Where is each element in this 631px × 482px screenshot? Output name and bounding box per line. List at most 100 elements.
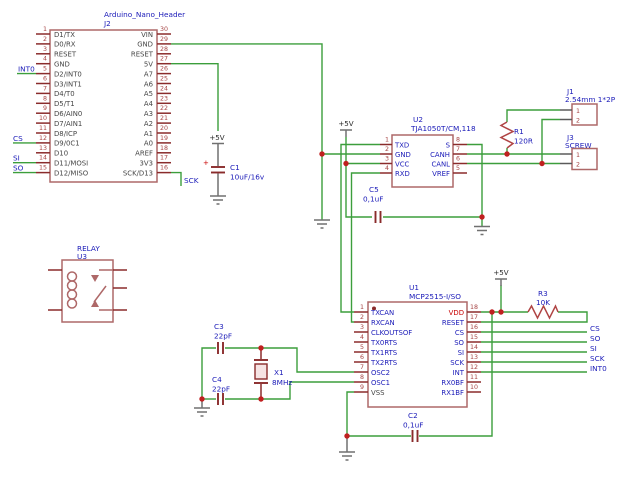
c1-value[interactable]: 10uF/16v <box>230 173 265 182</box>
wire-c3-left[interactable] <box>201 347 216 399</box>
c4-value[interactable]: 22pF <box>212 385 230 394</box>
j2-pin[interactable]: 5 D2/INT0 <box>36 66 82 79</box>
j1-ref[interactable]: J1 <box>566 87 574 96</box>
c2-ref[interactable]: C2 <box>408 411 418 420</box>
j2-pin[interactable]: 3 RESET <box>36 46 77 59</box>
c5-value[interactable]: 0,1uF <box>363 195 383 204</box>
plus5v-power-symbol[interactable]: +5V <box>338 119 354 137</box>
c2-value[interactable]: 0,1uF <box>403 421 423 430</box>
j3-body[interactable] <box>571 147 598 171</box>
net-label-int0[interactable]: INT0 <box>18 65 35 74</box>
wire-gnd-net[interactable] <box>171 43 323 220</box>
wire-j1p2-canl[interactable] <box>541 118 560 164</box>
j2-pin[interactable]: 6 D3/INT1 <box>36 76 82 89</box>
u2-pin[interactable]: 8 S <box>446 137 467 150</box>
net-label[interactable]: SO <box>590 334 601 343</box>
u1-pin[interactable]: 10 RX1BF <box>441 384 481 397</box>
net-label-row[interactable]: SO <box>481 334 601 343</box>
j2-pin[interactable]: 2 D0/RX <box>36 36 76 49</box>
net-label-row[interactable]: SI <box>481 344 597 353</box>
u1-pin[interactable]: 1 TXCAN <box>354 304 394 317</box>
u1-pin[interactable]: 15 SO <box>454 334 481 347</box>
u2-pin[interactable]: 5 VREF <box>432 165 467 178</box>
wire-c2-vdd[interactable] <box>419 312 493 437</box>
r3-ref[interactable]: R3 <box>538 289 548 298</box>
x1-value[interactable]: 8MHz <box>272 378 292 387</box>
net-label[interactable]: SI <box>590 344 597 353</box>
component-c3-capacitor[interactable]: C3 22pF <box>214 322 232 354</box>
gnd-power-symbol[interactable] <box>339 438 355 461</box>
component-x1-crystal[interactable]: X1 8MHz <box>254 348 292 399</box>
j2-pin[interactable]: 26 A7 <box>144 66 171 79</box>
j2-pin[interactable]: 21 A2 <box>144 115 171 128</box>
component-r1-resistor[interactable]: R1 120R <box>499 121 533 149</box>
j2-pin[interactable]: 16 SCK/D13 <box>123 165 171 178</box>
u1-pin[interactable]: 2 RXCAN <box>354 314 395 327</box>
component-j3-screw-terminal[interactable]: J3 SCREW 1 2 <box>560 133 598 171</box>
j2-pin[interactable]: 4 GND <box>36 56 70 69</box>
j2-pin[interactable]: 27 5V <box>144 56 171 69</box>
u1-pin[interactable]: 12 INT <box>453 364 481 377</box>
u2-body[interactable] <box>391 134 454 188</box>
j2-pin[interactable]: 10 D7/AIN1 <box>36 115 82 128</box>
net-label-row[interactable]: SCK <box>481 354 605 363</box>
u3-body[interactable] <box>61 259 114 323</box>
u1-pin[interactable]: 3 CLKOUTSOF <box>354 324 412 337</box>
gnd-power-symbol[interactable] <box>314 219 330 229</box>
j2-pin[interactable]: 8 D5/T1 <box>36 95 75 108</box>
u3-ref[interactable]: U3 <box>77 252 87 261</box>
j2-pin[interactable]: 23 A4 <box>144 95 171 108</box>
component-c4-capacitor[interactable]: C4 22pF <box>212 375 230 405</box>
j3-value[interactable]: SCREW <box>565 141 592 150</box>
component-c2-capacitor[interactable]: C2 0,1uF <box>403 411 423 442</box>
component-u3-relay[interactable]: RELAY U3 <box>48 244 127 323</box>
wire-vss-gnd[interactable] <box>346 391 354 437</box>
u2-value[interactable]: TJA1050T/CM,118 <box>410 124 476 133</box>
j2-pin[interactable]: 12 D9/0C1 <box>36 135 80 148</box>
wire-txd-txcan[interactable] <box>340 143 380 313</box>
wire-s-gnd[interactable] <box>467 143 483 227</box>
j2-pin[interactable]: 29 GND <box>137 36 171 49</box>
j2-pin[interactable]: 13 D10 <box>36 145 68 158</box>
x1-body[interactable] <box>254 363 268 380</box>
c3-value[interactable]: 22pF <box>214 332 232 341</box>
j2-pin[interactable]: 7 D4/T0 <box>36 85 75 98</box>
u2-pin[interactable]: 7 CANH <box>430 146 467 159</box>
wire-rxd-rxcan[interactable] <box>350 172 381 323</box>
u2-pin[interactable]: 3 VCC <box>380 156 410 169</box>
net-label[interactable]: SCK <box>590 354 605 363</box>
u1-pin[interactable]: 13 SCK <box>450 354 481 367</box>
u1-pin[interactable]: 7 OSC2 <box>354 364 390 377</box>
j2-pin[interactable]: 28 RESET <box>131 46 171 59</box>
net-label-sck[interactable]: SCK <box>184 176 199 185</box>
net-label-row[interactable]: CS <box>481 324 600 333</box>
net-label-row[interactable]: INT0 <box>481 364 607 373</box>
gnd-power-symbol[interactable] <box>474 225 490 236</box>
x1-ref[interactable]: X1 <box>274 368 284 377</box>
u2-pin[interactable]: 1 TXD <box>380 137 409 150</box>
j2-pin[interactable]: 11 D8/ICP <box>36 125 77 138</box>
j2-pin[interactable]: 22 A3 <box>144 105 171 118</box>
j2-ref[interactable]: J2 <box>103 19 111 28</box>
j2-pin[interactable]: 9 D6/AIN0 <box>36 105 82 118</box>
j2-pin[interactable]: 1 D1/TX <box>36 26 75 39</box>
component-c1-capacitor[interactable]: + C1 10uF/16v <box>203 143 265 196</box>
r1-value[interactable]: 120R <box>514 137 533 146</box>
wire-5v-c1[interactable] <box>171 63 219 131</box>
j2-pin[interactable]: 17 3V3 <box>140 155 171 168</box>
c3-ref[interactable]: C3 <box>214 322 224 331</box>
plus5v-power-symbol[interactable]: +5V <box>493 268 509 286</box>
wire-r3-reset[interactable] <box>481 311 588 323</box>
j1-body[interactable] <box>571 103 598 126</box>
j2-pin[interactable]: 15 D12/MISO <box>36 165 89 178</box>
u1-pin[interactable]: 9 VSS <box>354 384 384 397</box>
component-j2-arduino-nano-header[interactable]: Arduino_Nano_Header J2 1 D1/TX 2 D0/RX 3… <box>36 10 185 183</box>
wire-sck-stub[interactable] <box>171 171 182 186</box>
j2-pin[interactable]: 24 A5 <box>144 85 171 98</box>
j3-ref[interactable]: J3 <box>566 133 574 142</box>
j2-pin[interactable]: 25 A6 <box>144 76 171 89</box>
u3-value[interactable]: RELAY <box>77 244 100 253</box>
net-label-cs[interactable]: CS <box>13 134 23 143</box>
u1-pin[interactable]: 4 TX0RTS <box>354 334 397 347</box>
j2-pin[interactable]: 19 A0 <box>144 135 171 148</box>
